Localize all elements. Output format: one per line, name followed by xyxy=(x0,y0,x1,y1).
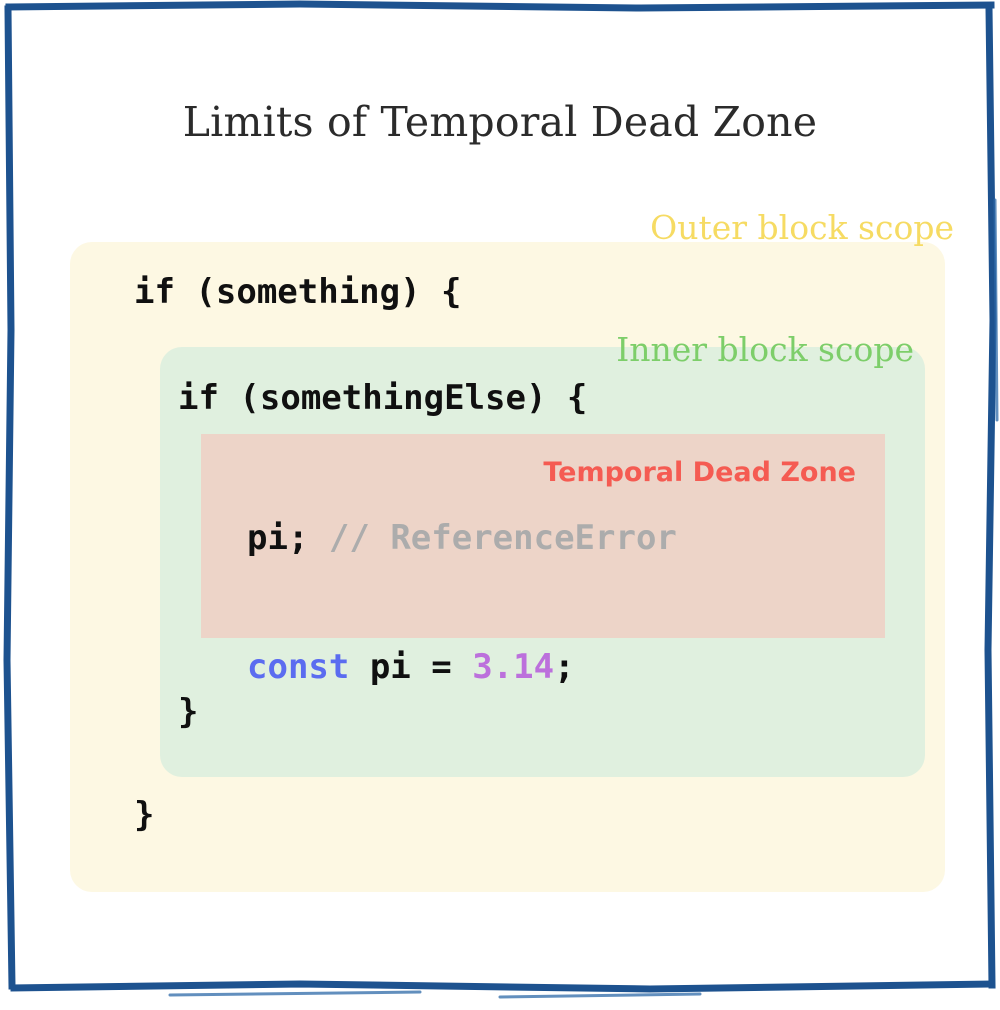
code-token-pi: pi; xyxy=(247,518,309,558)
temporal-dead-zone-box: Temporal Dead Zone xyxy=(201,434,885,638)
inner-block-scope-label: Inner block scope xyxy=(616,330,914,369)
code-token-semicolon: ; xyxy=(554,647,575,687)
code-line-const-pi: const pi = 3.14; xyxy=(247,647,575,687)
temporal-dead-zone-label: Temporal Dead Zone xyxy=(543,457,856,488)
code-token-const-keyword: const xyxy=(247,647,350,687)
code-token-reference-error-comment: // ReferenceError xyxy=(328,518,677,558)
code-line-close-outer-brace: } xyxy=(134,795,155,835)
code-token-pi-assign: pi = xyxy=(349,647,473,687)
code-token-pi-value: 3.14 xyxy=(472,647,555,687)
code-line-pi-reference: pi; // ReferenceError xyxy=(247,518,677,558)
outer-block-scope-label: Outer block scope xyxy=(650,208,954,247)
code-line-if-outer: if (something) { xyxy=(134,272,462,312)
code-line-close-inner-brace: } xyxy=(178,692,199,732)
page-title: Limits of Temporal Dead Zone xyxy=(182,98,818,146)
code-line-if-inner: if (somethingElse) { xyxy=(178,378,588,418)
